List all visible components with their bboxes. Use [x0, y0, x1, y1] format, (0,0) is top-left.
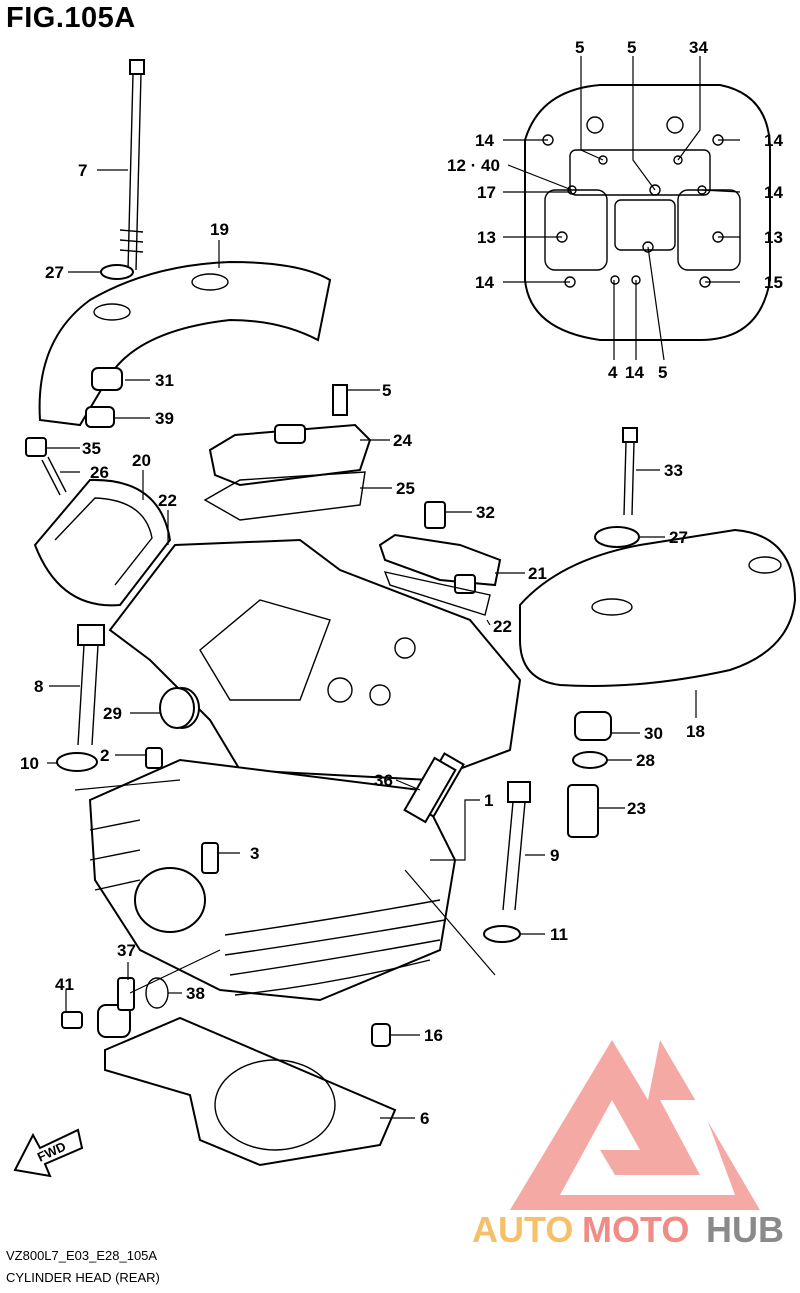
plate-24 — [208, 384, 372, 487]
callout-14b: 14 — [764, 131, 783, 150]
callout-20: 20 — [132, 451, 151, 470]
dowel-16 — [371, 1023, 391, 1047]
callout-41: 41 — [55, 975, 74, 994]
washer-28 — [572, 751, 608, 769]
callout-19: 19 — [210, 220, 229, 239]
callout-36: 36 — [374, 771, 393, 790]
callout-15: 15 — [764, 273, 783, 292]
callout-13a: 13 — [477, 228, 496, 247]
diagram-code: VZ800L7_E03_E28_105A — [6, 1248, 158, 1263]
callout-27: 27 — [45, 263, 64, 282]
dowel-2 — [145, 747, 163, 769]
washer-10 — [56, 752, 98, 772]
cap-nut-35 — [25, 437, 47, 457]
grommet-31 — [91, 367, 123, 391]
head-top-view-inset — [524, 84, 771, 341]
watermark-hub: HUB — [706, 1209, 784, 1250]
callout-11: 11 — [550, 925, 568, 944]
callout-26: 26 — [90, 463, 109, 482]
callout-28: 28 — [636, 751, 655, 770]
callout-25: 25 — [396, 479, 415, 498]
callout-29: 29 — [103, 704, 122, 723]
callout-32: 32 — [476, 503, 495, 522]
callout-5c: 5 — [627, 38, 636, 57]
spark-plug-36 — [403, 756, 457, 824]
callout-labels: 7 19 27 31 39 35 26 20 22 5 24 25 32 21 … — [20, 38, 783, 1128]
grommet-30 — [574, 711, 612, 741]
stud-3 — [201, 842, 219, 874]
callout-6: 6 — [420, 1109, 429, 1128]
cylinder-head-1 — [88, 538, 522, 1002]
callout-31: 31 — [155, 371, 174, 390]
watermark-auto: AUTO — [472, 1209, 573, 1250]
callout-35: 35 — [82, 439, 101, 458]
o-ring-38 — [145, 977, 169, 1009]
callout-12-40: 12 · 40 — [447, 156, 500, 175]
callout-34: 34 — [689, 38, 708, 57]
callout-13b: 13 — [764, 228, 783, 247]
plug-29 — [159, 687, 195, 729]
bolt-9 — [502, 781, 531, 911]
callout-24: 24 — [393, 431, 412, 450]
callout-5: 5 — [382, 381, 391, 400]
callout-14e: 14 — [625, 363, 644, 382]
callout-30: 30 — [644, 724, 663, 743]
cover-18 — [519, 528, 797, 687]
bolt-33 — [622, 427, 638, 516]
bolt-41 — [61, 1011, 83, 1029]
collar-23 — [567, 784, 599, 838]
callout-1: 1 — [484, 791, 493, 810]
stud-26 — [41, 456, 67, 496]
callout-16: 16 — [424, 1026, 443, 1045]
callout-18: 18 — [686, 722, 705, 741]
bolt-8 — [77, 624, 105, 746]
cover-19 — [38, 260, 332, 427]
callout-33: 33 — [664, 461, 683, 480]
bolt-32 — [424, 501, 446, 529]
gasket-6 — [104, 1016, 397, 1167]
callout-14c: 14 — [764, 183, 783, 202]
callout-3: 3 — [250, 844, 259, 863]
callout-21: 21 — [528, 564, 547, 583]
callout-27b: 27 — [669, 528, 688, 547]
callout-39: 39 — [155, 409, 174, 428]
fwd-arrow-icon: FWD — [13, 1128, 84, 1178]
callout-8: 8 — [34, 677, 43, 696]
collar-39 — [85, 406, 115, 428]
washer-27 — [100, 264, 134, 280]
leader-lines — [46, 169, 697, 1119]
callout-5b: 5 — [575, 38, 584, 57]
callout-37: 37 — [117, 941, 136, 960]
breather-cover-20 — [33, 478, 172, 607]
diagram-caption: CYLINDER HEAD (REAR) — [6, 1270, 160, 1285]
figure-title: FIG.105A — [6, 2, 136, 34]
watermark-logo: AUTO MOTO HUB — [472, 1040, 784, 1250]
callout-23: 23 — [627, 799, 646, 818]
union-37 — [97, 977, 135, 1038]
callout-10: 10 — [20, 754, 39, 773]
callout-5d: 5 — [658, 363, 667, 382]
callout-2: 2 — [100, 746, 109, 765]
callout-22b: 22 — [493, 617, 512, 636]
callout-4: 4 — [608, 363, 618, 382]
callout-9: 9 — [550, 846, 559, 865]
callout-7: 7 — [78, 161, 87, 180]
callout-22: 22 — [158, 491, 177, 510]
inset-leader-lines — [503, 56, 741, 361]
callout-14d: 14 — [475, 273, 494, 292]
head-bolt-7 — [119, 59, 145, 271]
callout-17: 17 — [477, 183, 496, 202]
washer-11 — [483, 925, 521, 943]
callout-38: 38 — [186, 984, 205, 1003]
gasket-22b — [383, 571, 491, 616]
callout-14a: 14 — [475, 131, 494, 150]
watermark-moto: MOTO — [582, 1209, 689, 1250]
washer-27b — [594, 526, 640, 548]
